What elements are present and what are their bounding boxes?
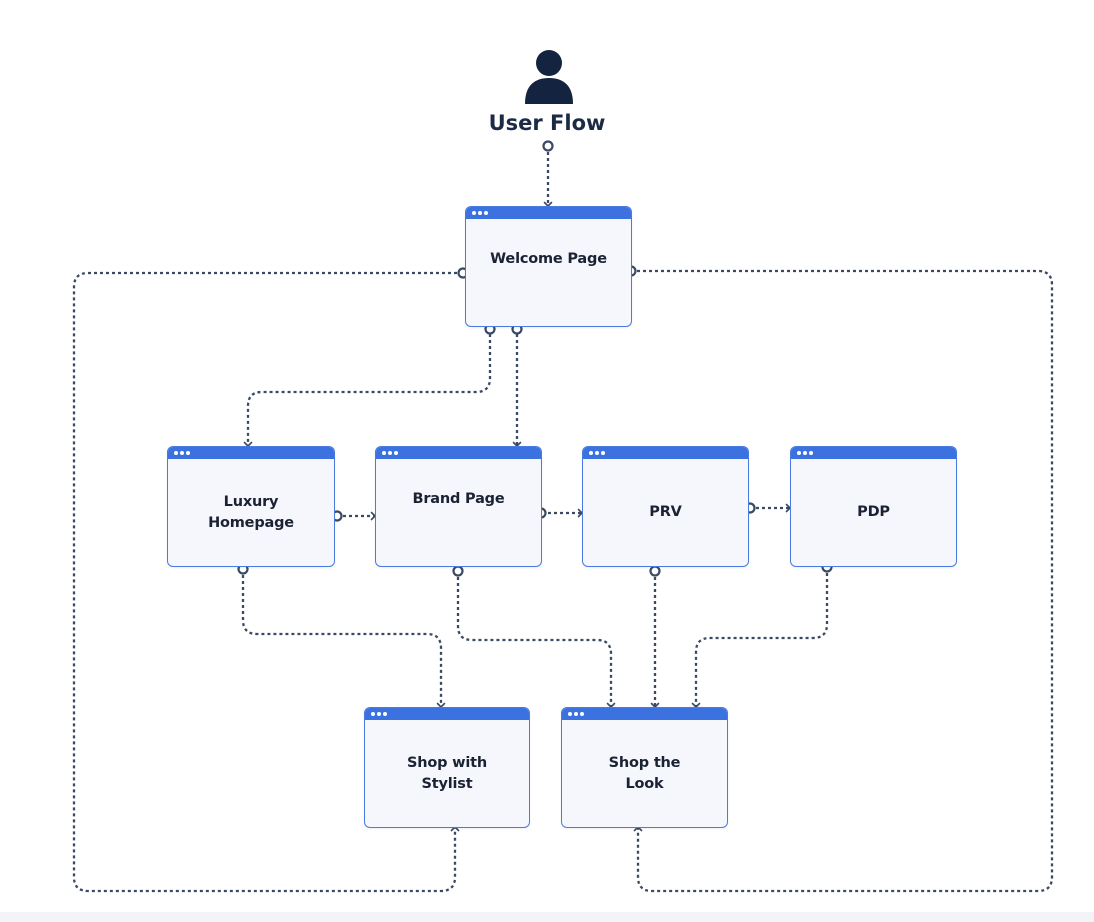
window-dots-icon xyxy=(568,712,584,716)
connector-pdp-look xyxy=(691,573,829,708)
connector-welcome-look xyxy=(633,269,1054,893)
node-label: Brand Page xyxy=(412,491,505,507)
node-label: Shop with Stylist xyxy=(407,754,487,792)
window-dots-icon xyxy=(589,451,605,455)
node-label: Luxury Homepage xyxy=(208,493,294,531)
window-title-bar xyxy=(365,708,529,720)
window-title-bar xyxy=(168,447,334,459)
window-dots-icon xyxy=(797,451,813,455)
node-label: PDP xyxy=(857,504,890,520)
port-prv-bottom xyxy=(649,565,661,577)
port-userflow-out xyxy=(542,140,554,152)
port-brand-bottom xyxy=(452,565,464,577)
node-label: Welcome Page xyxy=(490,251,607,267)
user-avatar-icon xyxy=(525,50,573,104)
node-label: Shop the Look xyxy=(608,754,681,792)
diagram-title: User Flow xyxy=(488,111,606,135)
node-shop-with-stylist: Shop with Stylist xyxy=(364,707,530,828)
footer-band xyxy=(0,912,1094,922)
window-dots-icon xyxy=(371,712,387,716)
window-title-bar xyxy=(791,447,956,459)
window-title-bar xyxy=(466,207,631,219)
window-title-bar xyxy=(376,447,541,459)
node-luxury-homepage: Luxury Homepage xyxy=(167,446,335,567)
connector-welcome-luxury xyxy=(243,334,492,447)
node-label: PRV xyxy=(649,504,682,520)
window-dots-icon xyxy=(382,451,398,455)
node-shop-the-look: Shop the Look xyxy=(561,707,728,828)
connector-welcome-stylist xyxy=(72,271,460,893)
window-title-bar xyxy=(562,708,727,720)
node-pdp: PDP xyxy=(790,446,957,567)
window-dots-icon xyxy=(174,451,190,455)
node-brand-page: Brand Page xyxy=(375,446,542,567)
node-prv: PRV xyxy=(582,446,749,567)
window-dots-icon xyxy=(472,211,488,215)
window-title-bar xyxy=(583,447,748,459)
node-welcome-page: Welcome Page xyxy=(465,206,632,327)
connector-luxury-stylist xyxy=(241,575,446,708)
connector-brand-look xyxy=(456,577,616,708)
